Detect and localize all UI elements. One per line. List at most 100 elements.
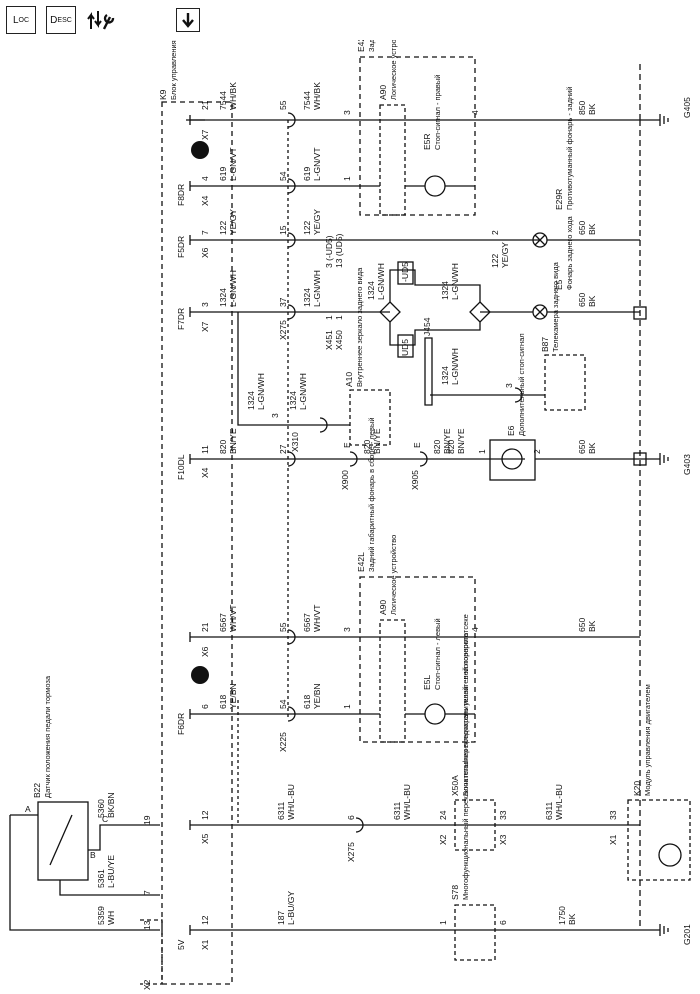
e2: E [412, 442, 422, 448]
w618a: 618 [218, 695, 228, 709]
f8dr: F8DR [176, 184, 186, 206]
e42l-desc: Задний габаритный фонарь в сборе - левый [367, 417, 376, 572]
p15: 15 [278, 225, 288, 235]
pin-c: C [102, 814, 108, 824]
x4-label-b: X4 [200, 467, 210, 478]
w820d: 820 [446, 440, 456, 454]
w850a: 850 [577, 101, 587, 115]
p33: 33 [498, 810, 508, 820]
desc-label: D [50, 14, 58, 26]
pin-12-b: 12 [200, 915, 210, 925]
w5359: 5359 [96, 906, 106, 925]
x5-label: X5 [200, 833, 210, 844]
b22-desc: Датчик положения педали тормоза [43, 675, 52, 798]
x225: X225 [278, 732, 288, 752]
p4b: 4 [470, 627, 480, 632]
tools-button[interactable] [86, 6, 116, 34]
e1: E [342, 442, 352, 448]
w820a-c: BN/YE [228, 428, 238, 454]
x451: X451 [324, 330, 334, 350]
w820b-c: BN/YE [372, 428, 382, 454]
p1e: 1 [477, 449, 487, 454]
p4a: 4 [470, 110, 480, 115]
w820a: 820 [218, 440, 228, 454]
e29r-desc: Противотуманный фонарь - задний [565, 87, 574, 210]
g403: G403 [682, 454, 692, 475]
p54b: 54 [278, 699, 288, 709]
x7-label: X7 [200, 129, 210, 140]
p3a: 3 [342, 110, 352, 115]
p37: 37 [278, 297, 288, 307]
p55: 55 [278, 100, 288, 110]
p33b: 33 [608, 810, 618, 820]
x7-label-b: X7 [200, 321, 210, 332]
f7dr: F7DR [176, 308, 186, 330]
w5361-c: L-BU/YE [106, 855, 116, 888]
arrow-down-icon [182, 13, 194, 28]
w650c: 650 [577, 440, 587, 454]
diagram-lines [9, 56, 691, 985]
e29r: E29R [554, 189, 564, 210]
p6b: 6 [498, 920, 508, 925]
w619b-c: L-GN/VT [312, 147, 322, 181]
p2: 2 [490, 230, 500, 235]
p27: 27 [278, 444, 288, 454]
k9-desc: Блок управления обогрудованием кузова [169, 40, 178, 100]
pin-12-a: 12 [200, 810, 210, 820]
p3b: 3 [342, 627, 352, 632]
w6311b: 6311 [392, 801, 402, 820]
w1324a-c: L-GN/WH [228, 270, 238, 307]
w122b: 122 [302, 221, 312, 235]
s78-desc: Многофункциональный переключатель/перекл… [461, 632, 470, 900]
w1324f-c: L-GN/WH [298, 373, 308, 410]
a90: A90 [378, 85, 388, 100]
p1a: 1 [324, 315, 334, 320]
a90b-desc: Логическое устройство [389, 535, 398, 615]
5v-label: 5V [176, 939, 186, 950]
w618b-c: YE/BN [312, 683, 322, 709]
w1324g-c: L-GN/WH [450, 348, 460, 385]
w619b: 619 [302, 167, 312, 181]
e6-desc: Дополнительный стоп-сигнал [517, 333, 526, 436]
x2-label: X2 [142, 979, 152, 990]
x275: X275 [278, 320, 288, 340]
w5360-c: BK/BN [106, 792, 116, 818]
p1d: 1 [342, 704, 352, 709]
w5359-c: WH [106, 911, 116, 925]
a90b: A90 [378, 600, 388, 615]
w619a-c: L-GN/VT [228, 147, 238, 181]
w5360: 5360 [96, 799, 106, 818]
e5l-desc: Стоп-сигнал - левый [433, 618, 442, 690]
pin-4-a: 4 [200, 176, 210, 181]
wiring-diagram: K9 Блок управления обогрудованием кузова… [9, 40, 692, 990]
a90-desc: Логическое устройство [389, 40, 398, 100]
w6311a-c: WH/L-BU [286, 784, 296, 820]
down-button[interactable] [176, 8, 200, 32]
pin-6-b: 6 [200, 704, 210, 709]
w650b-c: BK [587, 295, 597, 307]
w1324g: 1324 [440, 366, 450, 385]
b87: B87 [540, 337, 550, 352]
pin-a: A [25, 804, 31, 814]
w122c-c: YE/GY [500, 242, 510, 268]
w650c-c: BK [587, 442, 597, 454]
pin-7-a: 7 [200, 230, 210, 235]
w1324c: 1324 [366, 281, 376, 300]
e5r-desc: Стоп-сигнал - правый [433, 75, 442, 151]
w187-c: L-BU/GY [286, 891, 296, 925]
lamp-icon-upper [191, 141, 209, 159]
ud5: UD5 [400, 339, 410, 356]
w1750: 1750 [557, 906, 567, 925]
ud5-pins2: 13 (UD5) [334, 233, 344, 268]
x310: X310 [290, 432, 300, 452]
e42r: E42R [356, 40, 366, 52]
w1324d-c: L-GN/WH [450, 263, 460, 300]
p6: 6 [346, 815, 356, 820]
p3c: 3 [270, 413, 280, 418]
f10dl: F10DL [176, 454, 186, 480]
w122b-c: YE/GY [312, 209, 322, 235]
x900: X900 [340, 470, 350, 490]
